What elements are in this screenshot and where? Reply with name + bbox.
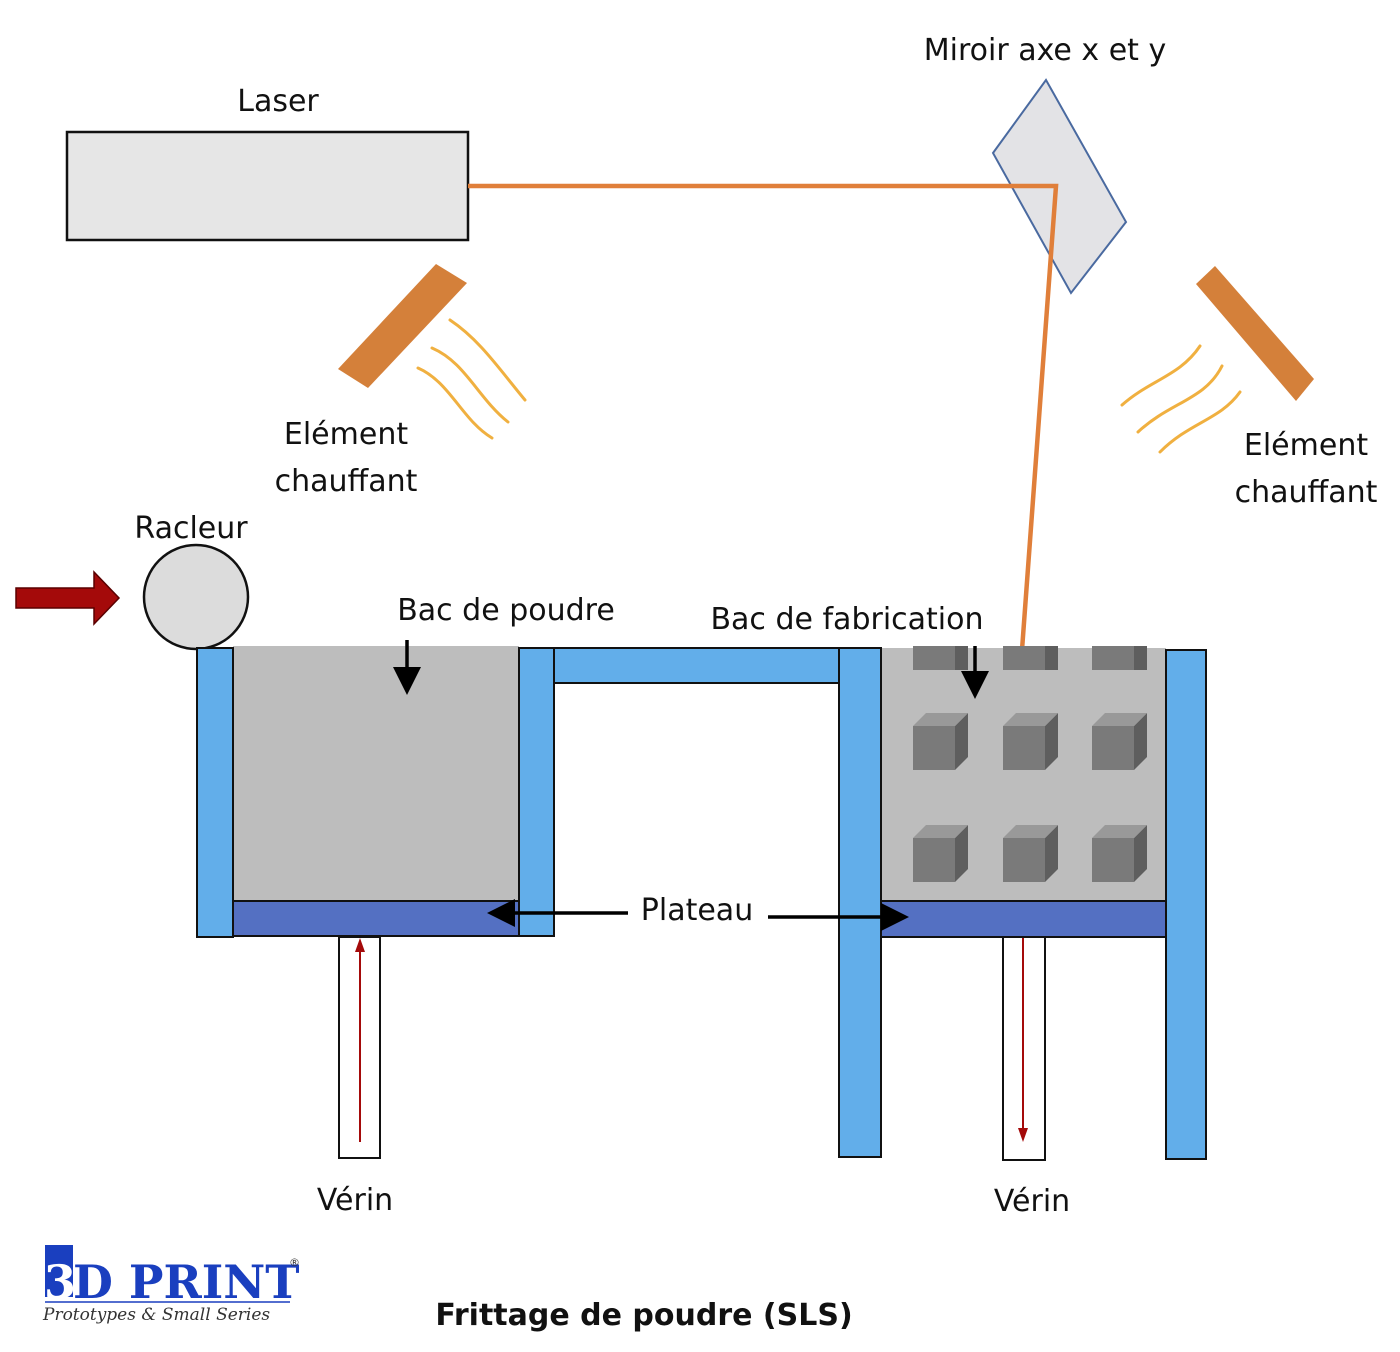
sintered-part bbox=[913, 646, 968, 670]
plateau-right bbox=[879, 900, 1167, 938]
logo-text: D PRINT bbox=[73, 1255, 300, 1309]
logo-digit-box bbox=[45, 1245, 73, 1297]
build-parts bbox=[913, 646, 1147, 882]
logo-registered: ® bbox=[289, 1256, 300, 1269]
heating-bar-left bbox=[338, 264, 467, 388]
heater-right-label-2: chauffant bbox=[1235, 475, 1378, 510]
build-tank-label: Bac de fabrication bbox=[710, 602, 983, 637]
heat-wave-icon bbox=[1120, 344, 1242, 454]
scraper-roller bbox=[142, 543, 250, 651]
powder-tank-label: Bac de poudre bbox=[397, 593, 615, 628]
heater-right bbox=[1120, 266, 1314, 454]
powder-fill bbox=[233, 646, 519, 902]
brand-logo: 3 D PRINT ® Prototypes & Small Series bbox=[42, 1245, 300, 1325]
plateau-left bbox=[232, 900, 520, 937]
sintered-part bbox=[1092, 713, 1147, 770]
jack-right-arrowhead bbox=[1018, 1128, 1028, 1142]
heater-left-label-1: Elément bbox=[284, 417, 408, 452]
jack-left-label: Vérin bbox=[317, 1183, 393, 1218]
mirror-label: Miroir axe x et y bbox=[924, 33, 1166, 68]
scraper-label: Racleur bbox=[134, 511, 248, 546]
laser-beam bbox=[468, 183, 1059, 651]
heater-right-label-1: Elément bbox=[1244, 428, 1368, 463]
sintered-part bbox=[1003, 646, 1058, 670]
heating-bar-right bbox=[1196, 266, 1314, 401]
logo-digit: 3 bbox=[44, 1255, 76, 1309]
sintered-part bbox=[913, 713, 968, 770]
sintered-part bbox=[1003, 825, 1058, 882]
sintered-part bbox=[1092, 646, 1147, 670]
jack-right-label: Vérin bbox=[994, 1184, 1070, 1219]
heat-wave-icon bbox=[416, 318, 527, 440]
plateau-label: Plateau bbox=[641, 893, 753, 928]
sintered-part bbox=[913, 825, 968, 882]
sintered-part bbox=[1092, 825, 1147, 882]
powder-tank-wall-left bbox=[196, 647, 234, 938]
sintered-part bbox=[1003, 713, 1058, 770]
logo-subtitle: Prototypes & Small Series bbox=[42, 1305, 270, 1325]
heater-left-label-2: chauffant bbox=[275, 464, 418, 499]
diagram-title: Frittage de poudre (SLS) bbox=[435, 1298, 852, 1333]
jack-left-arrowhead bbox=[355, 938, 365, 952]
laser-label: Laser bbox=[237, 84, 319, 119]
laser-box bbox=[65, 130, 470, 242]
build-tank-wall-right bbox=[1165, 649, 1207, 1160]
mirror bbox=[991, 78, 1128, 295]
right-arrow-icon bbox=[15, 570, 121, 626]
build-tank-wall-left bbox=[838, 647, 882, 1158]
heater-left bbox=[338, 264, 527, 440]
powder-tank-wall-right bbox=[518, 647, 555, 937]
bridge bbox=[553, 647, 841, 684]
